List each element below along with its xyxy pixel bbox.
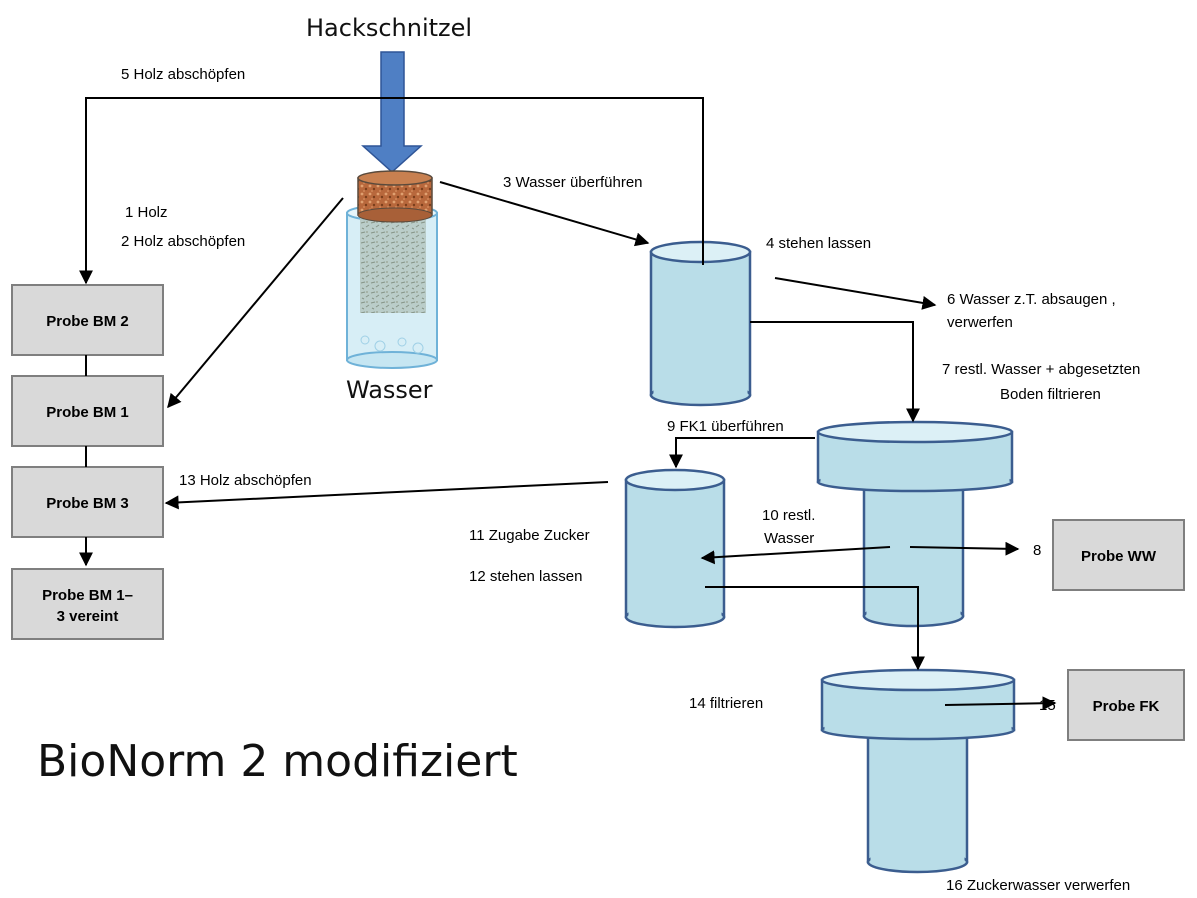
arrow-step8-to-ww [909, 541, 1020, 556]
step-13-label: 13 Holz abschöpfen [179, 472, 312, 489]
step-12-label: 12 stehen lassen [469, 568, 582, 585]
arrow-step3-transfer-water [439, 181, 650, 247]
step-11-label: 11 Zugabe Zucker [469, 527, 590, 544]
step-5-label: 5 Holz abschöpfen [121, 66, 245, 83]
arrow-step6-discard [774, 277, 937, 310]
step-10-label-a: 10 restl. [762, 507, 815, 524]
arrow-step7-to-filter [750, 321, 920, 423]
step-7-label-b: Boden filtrieren [1000, 386, 1101, 403]
box-probe-ww: Probe WW [1052, 519, 1185, 591]
step-1-label: 1 Holz [125, 204, 168, 221]
step-3-label: 3 Wasser überführen [503, 174, 643, 191]
filter-funnel-1 [816, 420, 1014, 628]
blue-down-arrow [361, 51, 423, 174]
arrow-step2-to-bm1 [167, 197, 344, 409]
svg-text:Probe BM 1–: Probe BM 1– [42, 587, 133, 604]
step-2-label: 2 Holz abschöpfen [121, 233, 245, 250]
svg-text:3 vereint: 3 vereint [57, 608, 119, 625]
box-probe-fk: Probe FK [1067, 669, 1185, 741]
input-label: Hackschnitzel [306, 14, 472, 42]
step-7-label-a: 7 restl. Wasser + abgesetzten [942, 361, 1140, 378]
arrow-step12-to-filter2 [705, 586, 925, 671]
step-9-label: 9 FK1 überführen [667, 418, 784, 435]
box-probe-bm-combined: Probe BM 1– 3 vereint [11, 568, 164, 640]
arrow-step9-fk1-transfer [669, 437, 815, 469]
arrow-step13-to-bm3 [164, 481, 609, 510]
vessel-label: Wasser [346, 376, 433, 404]
svg-text:Probe FK: Probe FK [1093, 698, 1160, 715]
box-probe-bm2: Probe BM 2 [11, 284, 164, 356]
diagram-title: BioNorm 2 modifiziert [37, 736, 518, 787]
step-6-label-b: verwerfen [947, 314, 1013, 331]
step-8-label: 8 [1033, 542, 1041, 559]
step-6-label-a: 6 Wasser z.T. absaugen , [947, 291, 1116, 308]
box-probe-bm3: Probe BM 3 [11, 466, 164, 538]
arrow-step15-to-fk [944, 696, 1057, 711]
svg-text:Probe BM 2: Probe BM 2 [46, 313, 129, 330]
box-probe-bm1: Probe BM 1 [11, 375, 164, 447]
arrow-step5-skim-wood [79, 97, 704, 285]
step-16-label: 16 Zuckerwasser verwerfen [946, 877, 1130, 894]
svg-text:Probe BM 1: Probe BM 1 [46, 404, 129, 421]
step-10-label-b: Wasser [764, 530, 814, 547]
filter-funnel-2 [820, 668, 1016, 874]
settling-cylinder [649, 240, 752, 407]
arrow-step10-rest-water [700, 546, 891, 565]
svg-text:Probe BM 3: Probe BM 3 [46, 495, 129, 512]
step-15-label: 15 [1039, 697, 1056, 714]
step-4-label: 4 stehen lassen [766, 235, 871, 252]
beaker-with-wood-chips [346, 170, 438, 369]
svg-text:Probe WW: Probe WW [1081, 548, 1157, 565]
step-14-label: 14 filtrieren [689, 695, 763, 712]
sugar-cylinder [624, 468, 726, 629]
